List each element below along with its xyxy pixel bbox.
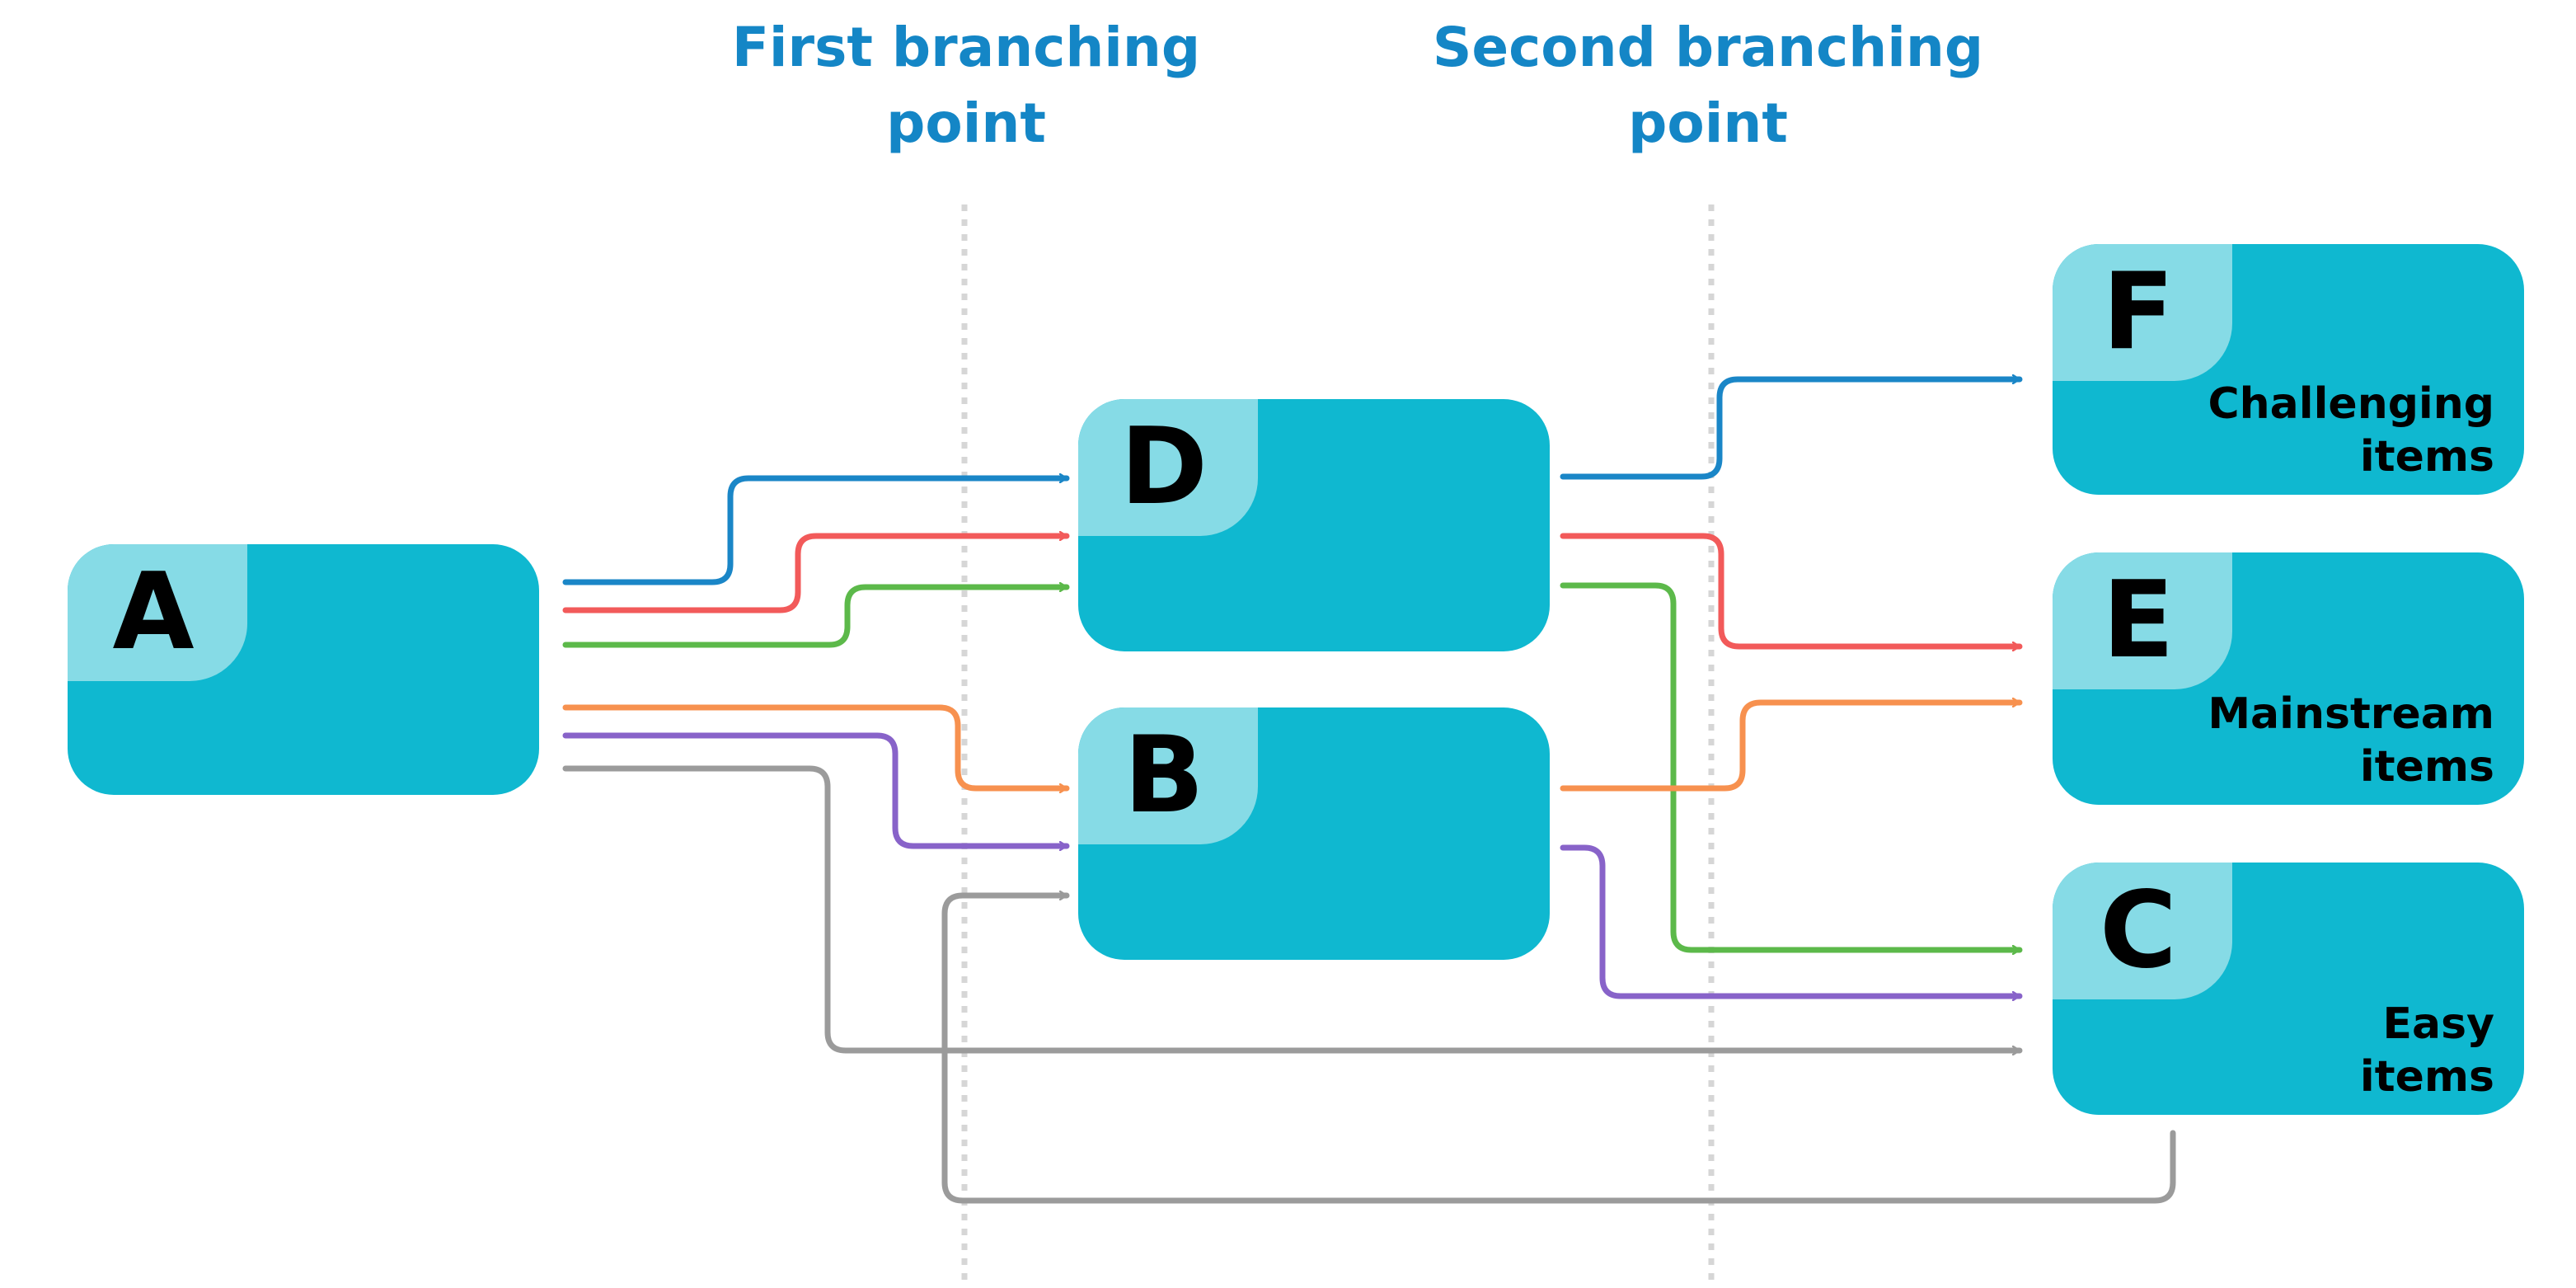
node-e-caption-line-1: Mainstream xyxy=(2208,689,2494,739)
node-e-tab xyxy=(2053,552,2232,689)
node-c-letter: C xyxy=(2100,869,2177,992)
first-branching-point-heading-line-1: First branching xyxy=(731,16,1201,79)
node-f-caption: Challenging items xyxy=(2208,378,2495,483)
first-branching-point-heading: First branching point xyxy=(678,10,1255,162)
node-b-tab xyxy=(1078,707,1258,844)
node-c: C Easy items xyxy=(2053,863,2524,1115)
second-branching-point-heading: Second branching point xyxy=(1419,10,1997,162)
node-f: F Challenging items xyxy=(2053,244,2524,495)
node-a-letter: A xyxy=(112,551,195,674)
node-e-caption: Mainstream items xyxy=(2208,688,2494,793)
second-branching-point-heading-line-1: Second branching xyxy=(1432,16,1984,79)
flow-orange-a-to-b xyxy=(562,704,1070,788)
node-c-caption: Easy items xyxy=(2360,998,2494,1103)
flow-orange-b-to-e xyxy=(1560,703,2023,792)
node-c-tab xyxy=(2053,863,2232,999)
node-c-caption-line-1: Easy xyxy=(2382,999,2494,1049)
flow-blue-d-to-f xyxy=(1560,379,2023,480)
node-f-tab xyxy=(2053,244,2232,381)
node-d-letter: D xyxy=(1119,406,1208,529)
node-b-letter: B xyxy=(1124,714,1204,837)
flow-purple-b-to-c xyxy=(1560,844,2023,996)
node-e-letter: E xyxy=(2102,559,2175,682)
node-e: E Mainstream items xyxy=(2053,552,2524,805)
second-branching-point-heading-line-2: point xyxy=(1628,92,1788,155)
flow-green-d-to-c xyxy=(1560,582,2023,950)
node-d-tab xyxy=(1078,399,1258,536)
flow-gray-c-to-b xyxy=(941,895,2176,1204)
node-f-letter: F xyxy=(2102,251,2175,374)
node-d: D xyxy=(1078,399,1550,651)
node-a-tab xyxy=(68,544,247,681)
flow-red-d-to-e xyxy=(1560,533,2023,646)
node-c-caption-line-2: items xyxy=(2359,1052,2494,1102)
flow-gray-a-to-c xyxy=(562,765,2023,1051)
flow-blue-a-to-d xyxy=(562,478,1070,585)
flow-purple-a-to-b xyxy=(562,732,1070,846)
node-f-caption-line-1: Challenging xyxy=(2208,379,2495,429)
flow-green-a-to-d xyxy=(562,587,1070,648)
first-branching-point-heading-line-2: point xyxy=(886,92,1046,155)
node-b: B xyxy=(1078,707,1550,960)
node-f-caption-line-2: items xyxy=(2359,432,2494,482)
node-a: A xyxy=(68,544,539,795)
node-e-caption-line-2: items xyxy=(2359,742,2494,792)
flow-red-a-to-d xyxy=(562,536,1070,613)
